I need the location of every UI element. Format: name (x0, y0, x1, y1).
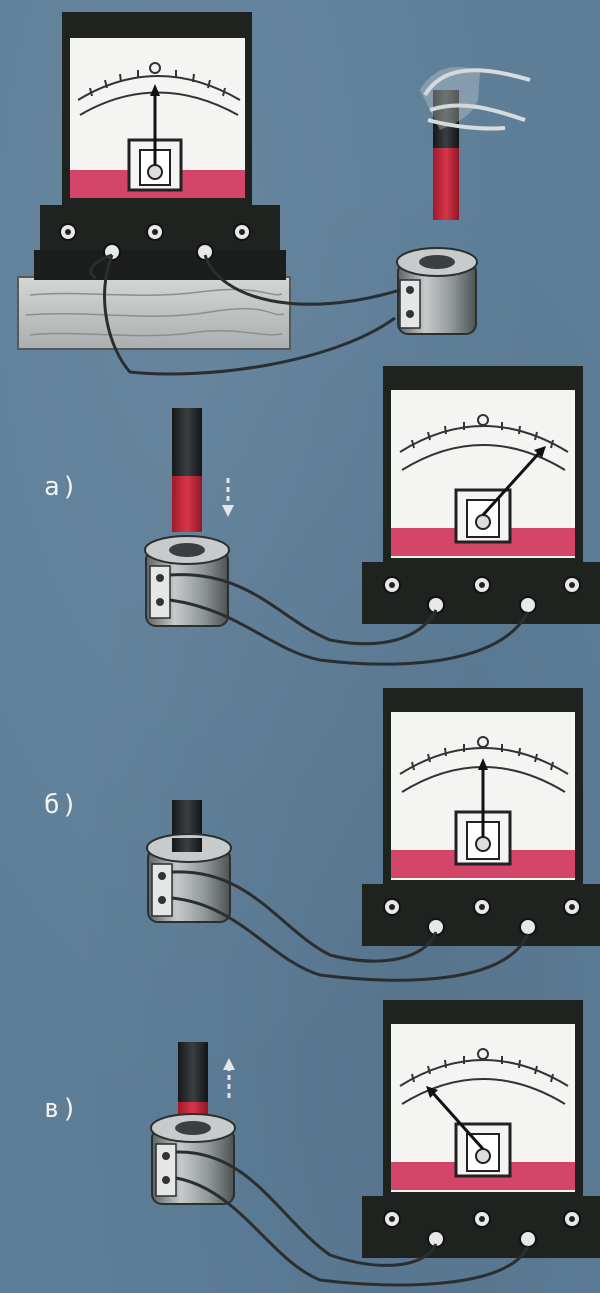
galvanometer-c (362, 1000, 600, 1258)
coil-top (397, 248, 477, 334)
scene-a (145, 366, 600, 664)
galvanometer-b (362, 688, 600, 946)
scene-b (147, 688, 600, 980)
galvanometer-a (362, 366, 600, 624)
label-c: в) (44, 1094, 79, 1124)
magnet-held (420, 67, 530, 220)
wooden-base (18, 277, 290, 349)
scene-setup (18, 12, 530, 374)
magnet-a (172, 408, 234, 532)
label-b: б) (44, 790, 79, 820)
coil-c (151, 1114, 235, 1204)
galvanometer-top (34, 12, 286, 280)
label-a: а) (44, 472, 79, 502)
scene-c (151, 1000, 600, 1285)
